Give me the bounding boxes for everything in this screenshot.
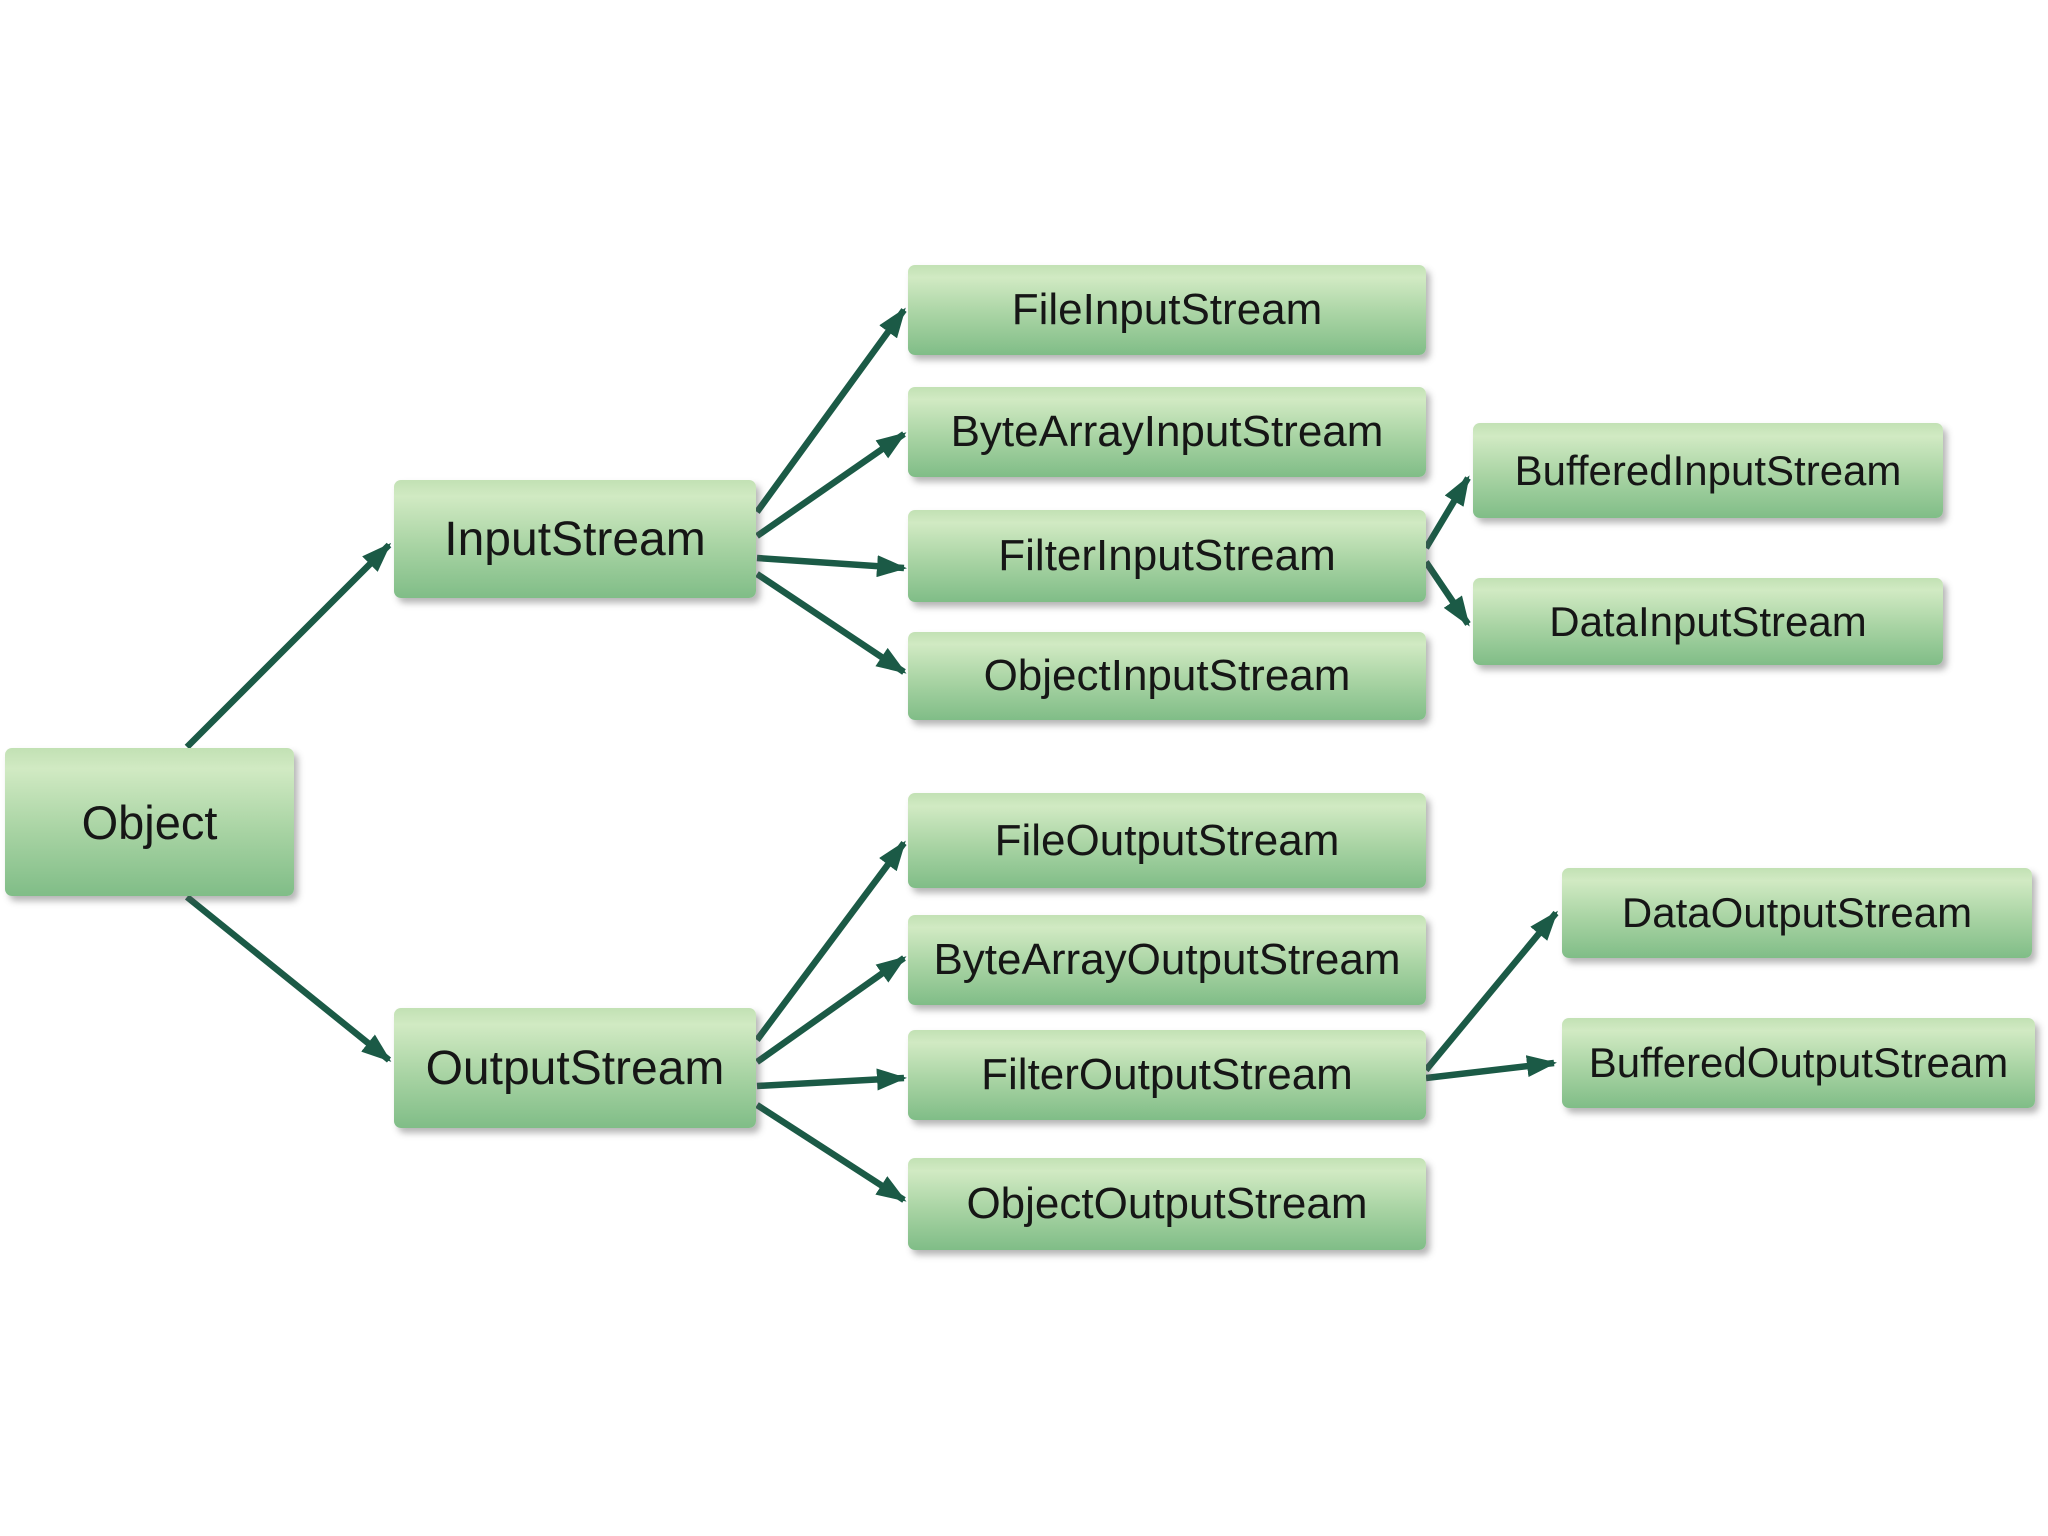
- node-file-input-stream-label: FileInputStream: [1011, 285, 1323, 334]
- node-data-output-stream-label: DataOutputStream: [1621, 889, 1973, 936]
- node-filter-input-stream-label: FilterInputStream: [998, 531, 1336, 580]
- edge-inputstream-fileinputstream: [754, 307, 907, 514]
- edge-object-inputstream: [184, 542, 392, 750]
- node-output-stream: OutputStream: [394, 1008, 756, 1128]
- edge-filteroutputstream-bufferedoutputstream: [1425, 1055, 1557, 1082]
- node-data-input-stream-label: DataInputStream: [1549, 597, 1867, 645]
- node-byte-array-input-stream: ByteArrayInputStream: [908, 387, 1426, 477]
- node-file-output-stream-label: FileOutputStream: [994, 815, 1340, 865]
- edge-filteroutputstream-dataoutputstream: [1423, 910, 1559, 1073]
- node-filter-output-stream: FilterOutputStream: [908, 1030, 1426, 1120]
- edge-filterinputstream-datainputstream: [1423, 560, 1471, 627]
- node-object-output-stream-label: ObjectOutputStream: [966, 1179, 1368, 1228]
- node-byte-array-output-stream: ByteArrayOutputStream: [908, 915, 1426, 1005]
- node-byte-array-input-stream-label: ByteArrayInputStream: [950, 407, 1384, 456]
- node-object-input-stream: ObjectInputStream: [908, 632, 1426, 720]
- edge-object-outputstream: [184, 894, 392, 1063]
- node-buffered-output-stream-label: BufferedOutputStream: [1588, 1039, 2009, 1086]
- node-object: Object: [5, 748, 294, 896]
- node-object-output-stream: ObjectOutputStream: [908, 1158, 1426, 1250]
- node-file-input-stream: FileInputStream: [908, 265, 1426, 355]
- edge-inputstream-filterinputstream: [756, 554, 907, 578]
- node-input-stream: InputStream: [394, 480, 756, 598]
- node-buffered-input-stream-label: BufferedInputStream: [1514, 446, 1902, 494]
- node-input-stream-label: InputStream: [444, 512, 706, 566]
- edge-inputstream-objectinputstream: [755, 571, 907, 675]
- edge-filterinputstream-bufferedinputstream: [1423, 475, 1471, 550]
- node-object-input-stream-label: ObjectInputStream: [983, 651, 1351, 700]
- node-buffered-output-stream: BufferedOutputStream: [1562, 1018, 2035, 1108]
- node-filter-input-stream: FilterInputStream: [908, 510, 1426, 602]
- node-buffered-input-stream: BufferedInputStream: [1473, 423, 1943, 518]
- edge-outputstream-filteroutputstream: [756, 1068, 907, 1091]
- edge-outputstream-objectoutputstream: [755, 1102, 907, 1203]
- node-file-output-stream: FileOutputStream: [908, 793, 1426, 888]
- node-output-stream-label: OutputStream: [425, 1041, 725, 1095]
- node-data-output-stream: DataOutputStream: [1562, 868, 2032, 958]
- edge-inputstream-bytearrayinputstream: [755, 431, 907, 539]
- node-data-input-stream: DataInputStream: [1473, 578, 1943, 665]
- node-filter-output-stream-label: FilterOutputStream: [981, 1050, 1353, 1099]
- edge-outputstream-fileoutputstream: [754, 840, 907, 1042]
- node-object-label: Object: [81, 795, 218, 849]
- node-byte-array-output-stream-label: ByteArrayOutputStream: [933, 935, 1401, 984]
- edge-outputstream-bytearrayoutputstream: [755, 955, 907, 1065]
